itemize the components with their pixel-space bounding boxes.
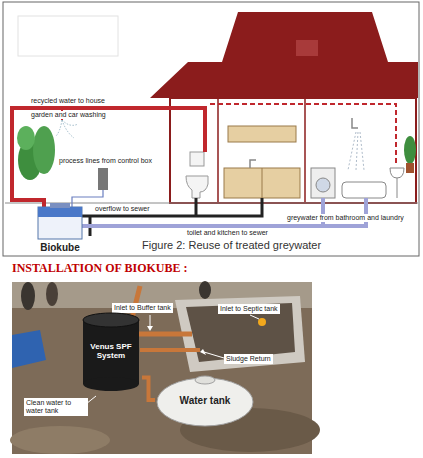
pipe-label: greywater from bathroom and laundry xyxy=(286,214,405,222)
callout-label: Clean water to water tank xyxy=(24,398,88,416)
pipe-label: garden and car washing xyxy=(30,111,107,119)
callout-label: Inlet to Septic tank xyxy=(218,304,280,314)
pipe-label: overflow to sewer xyxy=(94,205,150,213)
node-label: Biokube xyxy=(30,242,90,253)
pipe-label: recycled water to house xyxy=(30,97,106,105)
pipe-connector xyxy=(142,378,155,400)
pipe-label: process lines from control box xyxy=(58,157,153,165)
callout-label: Inlet to Buffer tank xyxy=(112,303,173,313)
node-text-holder: Venus SPF System xyxy=(80,312,142,392)
callout-label: Sludge Return xyxy=(224,354,273,364)
biokube-tank: Biokube xyxy=(30,203,90,253)
venus-tank: Venus SPF System xyxy=(80,312,142,392)
figure-caption: Figure 2: Reuse of treated greywater xyxy=(142,239,321,252)
pipe-label: toilet and kitchen to sewer xyxy=(186,229,269,237)
node-label: Water tank xyxy=(180,395,231,406)
section-title: INSTALLATION OF BIOKUBE : xyxy=(12,262,187,276)
node-text-holder: Biokube xyxy=(30,242,90,253)
node-label: Venus SPF System xyxy=(86,343,136,361)
node-text-holder: Water tank xyxy=(155,372,255,428)
water-tank: Water tank xyxy=(155,372,255,428)
